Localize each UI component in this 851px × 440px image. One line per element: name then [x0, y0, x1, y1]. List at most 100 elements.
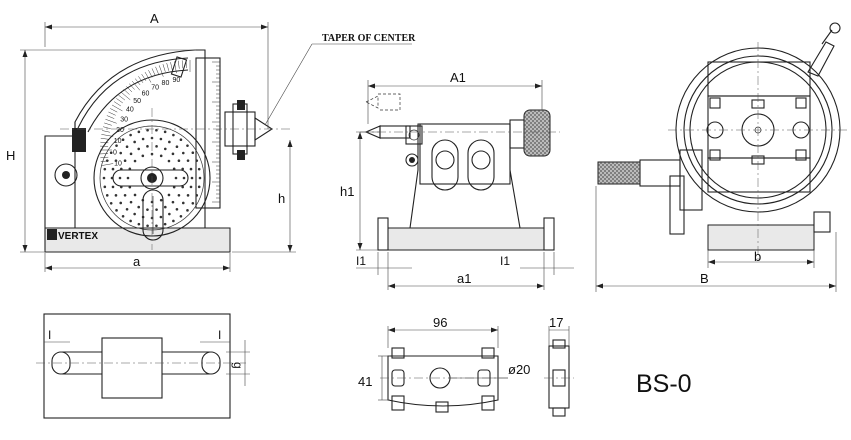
dim-41-label: 41 [358, 374, 372, 389]
knurl-line [598, 162, 599, 163]
index-hole [186, 159, 190, 162]
index-plate-holes [102, 128, 202, 228]
index-hole [159, 137, 163, 141]
knurl-line [524, 110, 541, 156]
index-hole [171, 200, 175, 204]
scale-label: 80 [162, 80, 170, 87]
plate-scale-ticks [212, 61, 220, 203]
index-hole [177, 194, 181, 197]
knurl-line [598, 162, 615, 179]
index-hole [146, 128, 149, 132]
index-hole [133, 212, 136, 216]
index-hole [175, 207, 179, 211]
scale-label: 70 [151, 84, 159, 91]
knurl-line [599, 162, 623, 184]
knurl-line [524, 110, 533, 156]
knurl-line [631, 162, 640, 171]
dim-h1-label: h1 [340, 184, 354, 199]
index-hole [121, 138, 125, 141]
knurl-line [598, 162, 619, 183]
taper-callout: TAPER OF CENTER [322, 33, 416, 44]
index-hole [195, 194, 199, 197]
scale-label: 10 [114, 161, 122, 168]
scale-tick [123, 89, 130, 95]
scale-tick [105, 118, 117, 124]
index-hole [186, 144, 189, 147]
knurl-line [545, 110, 550, 156]
dim-I1-left-label: I1 [356, 254, 366, 268]
knurl-line [524, 110, 541, 156]
index-hole [171, 152, 175, 156]
dim-A1-label: A1 [450, 70, 466, 85]
knurl-line [598, 162, 611, 175]
index-hole [114, 194, 118, 197]
scale-label: 20 [116, 127, 124, 134]
knurl-line [525, 110, 550, 156]
index-hole [129, 200, 133, 204]
index-hole [105, 159, 109, 162]
index-hole [129, 133, 132, 137]
scale-tick [155, 66, 159, 75]
index-hole [111, 185, 115, 189]
index-hole [137, 130, 141, 134]
index-hole [181, 201, 185, 205]
scale-tick [100, 138, 109, 140]
dim-I1-right-label: I1 [500, 254, 510, 268]
scale-tick [100, 141, 109, 144]
scale-tick [108, 111, 116, 116]
scale-tick [181, 60, 184, 69]
knurl-pattern [598, 162, 640, 184]
index-hole [102, 176, 106, 180]
knurl-line [524, 110, 525, 156]
dim-H-label: H [6, 148, 15, 163]
dim-B-label: B [700, 271, 709, 286]
scale-tick [141, 73, 147, 81]
dim-a1-label: a1 [457, 271, 471, 286]
knurl-pattern [524, 110, 550, 156]
index-hole [119, 201, 123, 205]
knurl-line [598, 162, 603, 167]
index-hole [146, 208, 149, 211]
index-hole [163, 205, 167, 209]
index-hole [198, 176, 202, 180]
index-hole [172, 133, 175, 137]
tailstock-base-bottom-view: 96 41 ø20 [358, 315, 530, 413]
index-hole [189, 185, 193, 189]
index-hole [191, 201, 195, 205]
index-hole [129, 152, 133, 156]
index-hole [167, 193, 171, 197]
knurl-line [635, 179, 640, 184]
index-hole [146, 224, 149, 228]
index-hole [189, 167, 193, 171]
scale-label: 40 [126, 107, 134, 114]
scale-tick [118, 95, 126, 101]
index-hole [172, 219, 175, 223]
index-hole [182, 176, 186, 180]
index-hole [181, 185, 185, 189]
knurl-line [533, 110, 550, 156]
scale-label: 60 [142, 90, 150, 97]
knurl-line [611, 162, 635, 184]
index-hole [155, 208, 158, 211]
scale-tick [120, 91, 131, 101]
knurl-line [607, 162, 631, 184]
knurl-line [524, 110, 550, 156]
index-hole [126, 176, 130, 180]
index-hole [137, 205, 141, 209]
dim-a-label: a [133, 254, 141, 269]
scale-tick [158, 65, 164, 77]
tailstock-view: A1 h1 I1 I1 a1 [340, 70, 574, 290]
knurl-line [631, 175, 640, 184]
index-hole [168, 212, 171, 216]
knurl-line [537, 110, 550, 156]
scale-tick [178, 60, 180, 69]
index-hole [119, 151, 123, 155]
knurl-line [524, 110, 550, 156]
scale-tick [129, 83, 135, 90]
scale-label: 30 [120, 116, 128, 123]
handwheel-knurl [524, 110, 550, 156]
knurl-line [524, 110, 550, 156]
crank-knurl [598, 162, 640, 184]
knurl-line [615, 162, 639, 184]
index-hole [115, 144, 118, 147]
